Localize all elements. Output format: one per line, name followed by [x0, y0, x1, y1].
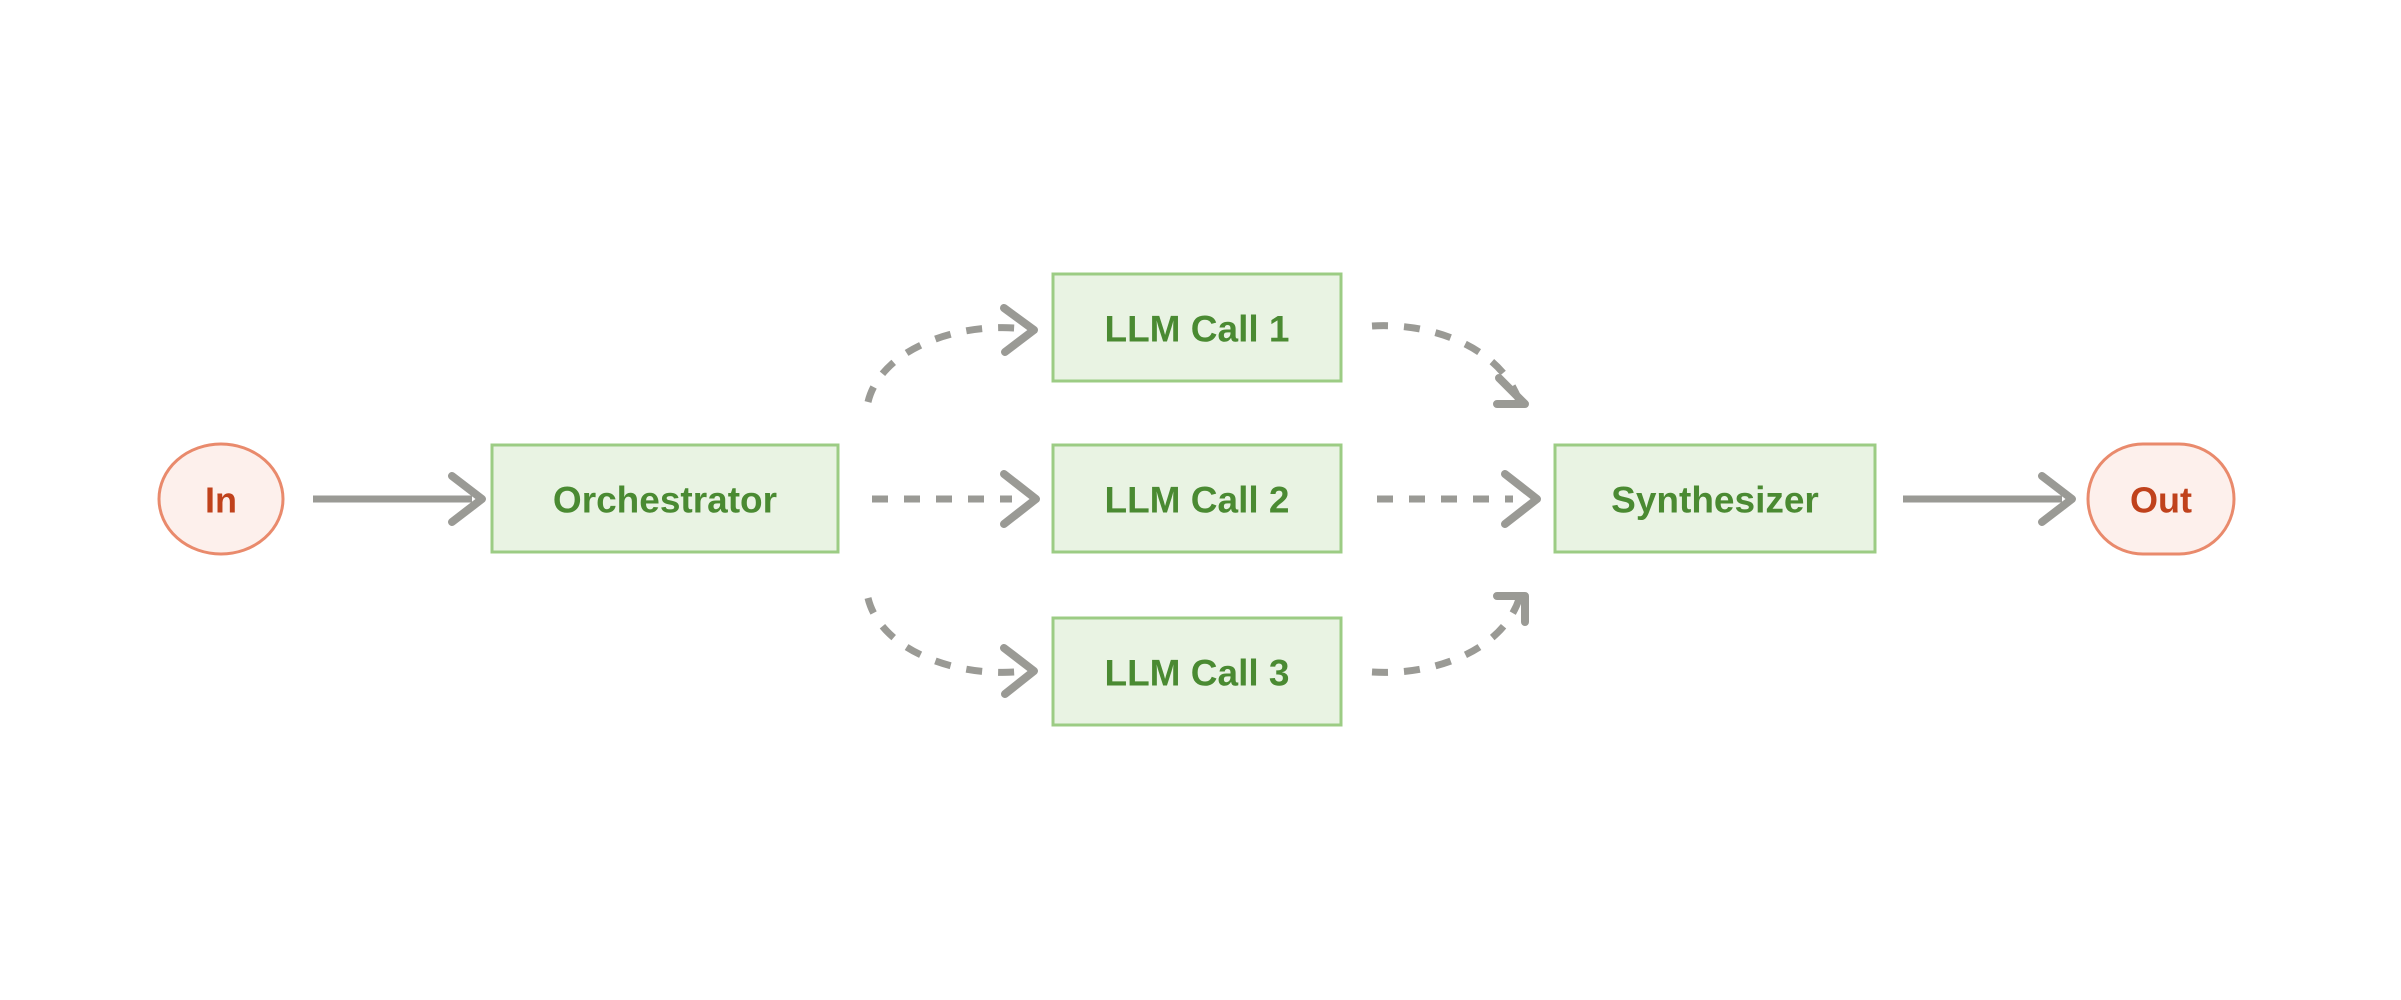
node-in[interactable]: In — [157, 442, 285, 556]
edge-orchestrator-to-llm-call-3 — [864, 597, 1038, 698]
edge-in-to-orchestrator — [313, 472, 486, 526]
node-llm-call-3[interactable]: LLM Call 3 — [1051, 616, 1343, 727]
node-llm-call-2-label: LLM Call 2 — [1104, 480, 1289, 521]
edge-orchestrator-to-llm-call-1 — [864, 304, 1038, 403]
edge-llm-call-3-to-synthesizer — [1371, 592, 1529, 676]
edge-orchestrator-to-llm-call-2 — [872, 470, 1040, 528]
node-in-label: In — [205, 480, 237, 521]
node-llm-call-1-label: LLM Call 1 — [1104, 309, 1289, 350]
edge-llm-call-1-to-synthesizer — [1371, 322, 1529, 408]
node-llm-call-2[interactable]: LLM Call 2 — [1051, 443, 1343, 554]
edge-llm-call-2-to-synthesizer — [1377, 470, 1541, 528]
node-orchestrator-label: Orchestrator — [553, 480, 777, 521]
node-out[interactable]: Out — [2086, 442, 2236, 556]
node-synthesizer[interactable]: Synthesizer — [1553, 443, 1877, 554]
node-synthesizer-label: Synthesizer — [1611, 480, 1819, 521]
node-out-label: Out — [2130, 480, 2192, 521]
node-orchestrator[interactable]: Orchestrator — [490, 443, 840, 554]
node-llm-call-3-label: LLM Call 3 — [1104, 653, 1289, 694]
edge-synthesizer-to-out — [1903, 472, 2076, 526]
node-llm-call-1[interactable]: LLM Call 1 — [1051, 272, 1343, 383]
